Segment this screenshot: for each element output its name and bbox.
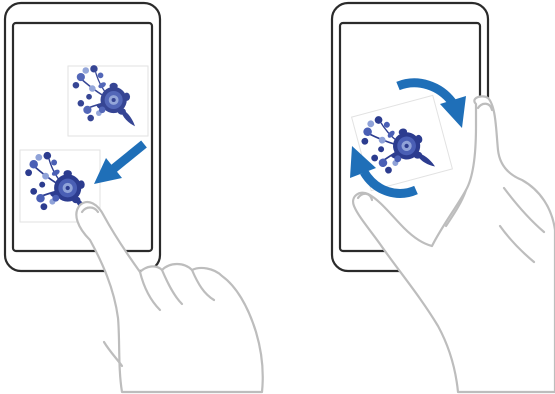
floral-image-icon <box>68 65 148 136</box>
hand-icon <box>76 202 262 392</box>
panel-drag <box>5 3 263 392</box>
panel-rotate <box>332 3 555 392</box>
